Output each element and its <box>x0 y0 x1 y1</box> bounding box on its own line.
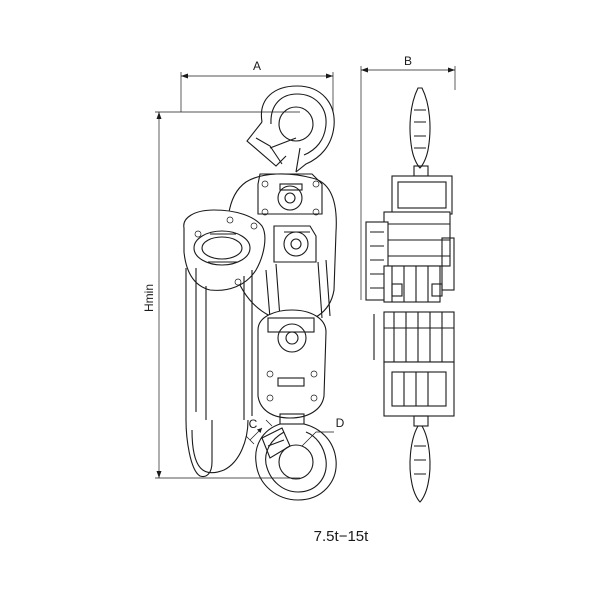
dimension-h-label: Hmin <box>142 284 156 312</box>
load-chain <box>265 259 331 319</box>
dimension-b <box>360 66 456 300</box>
dimension-d-label: D <box>336 416 345 430</box>
side-lower-block <box>373 311 455 417</box>
dimension-b-label: B <box>404 54 412 68</box>
dimension-c-label: C <box>249 417 258 431</box>
side-bottom-hook <box>409 415 431 503</box>
callout-c <box>245 419 273 445</box>
upper-block <box>227 173 337 323</box>
callout-d <box>301 431 334 447</box>
side-top-hook <box>409 87 431 177</box>
bottom-hook <box>255 423 337 501</box>
dimension-a <box>180 72 334 112</box>
top-hook <box>246 85 335 173</box>
side-frame <box>365 175 455 303</box>
hand-chain <box>185 268 253 478</box>
dimension-h <box>155 111 300 479</box>
lower-block <box>257 309 327 425</box>
capacity-caption: 7.5t−15t <box>314 528 369 545</box>
dimension-a-label: A <box>253 59 261 73</box>
hand-wheel-cover <box>183 209 266 291</box>
